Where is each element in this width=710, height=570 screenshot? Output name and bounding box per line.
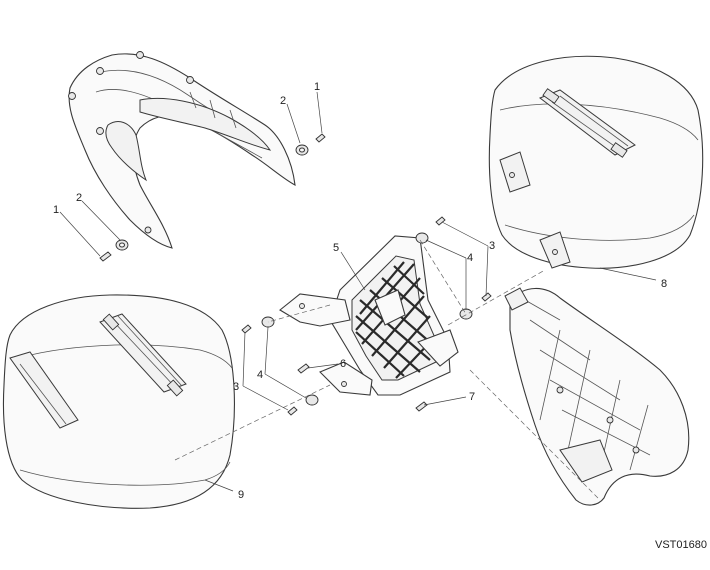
callout-9: 9 — [238, 489, 244, 501]
callout-1-top: 1 — [314, 81, 320, 93]
rear-subframe — [504, 287, 690, 506]
tail-cover — [68, 51, 296, 249]
drawing-code: VST01680 — [655, 539, 707, 551]
callout-labels: 1 2 1 2 3 4 5 6 7 8 9 3 4 — [53, 81, 667, 501]
leader-lines — [59, 91, 657, 492]
callout-6: 6 — [340, 358, 346, 370]
callout-1-left: 1 — [53, 204, 59, 216]
callout-8: 8 — [661, 278, 667, 290]
left-pannier — [2, 294, 235, 509]
callout-4-right: 4 — [467, 252, 473, 264]
assembly-lines — [174, 239, 601, 501]
callout-3-left: 3 — [233, 381, 239, 393]
tail-cover-hardware — [99, 133, 326, 262]
callout-5: 5 — [333, 242, 339, 254]
callout-2-left: 2 — [76, 192, 82, 204]
plate-holder-hardware — [241, 216, 492, 416]
callout-3-right: 3 — [489, 240, 495, 252]
plate-holder — [279, 235, 459, 396]
callout-7: 7 — [469, 391, 475, 403]
callout-4-left: 4 — [257, 369, 263, 381]
right-pannier — [488, 55, 704, 269]
callout-2-top: 2 — [280, 95, 286, 107]
